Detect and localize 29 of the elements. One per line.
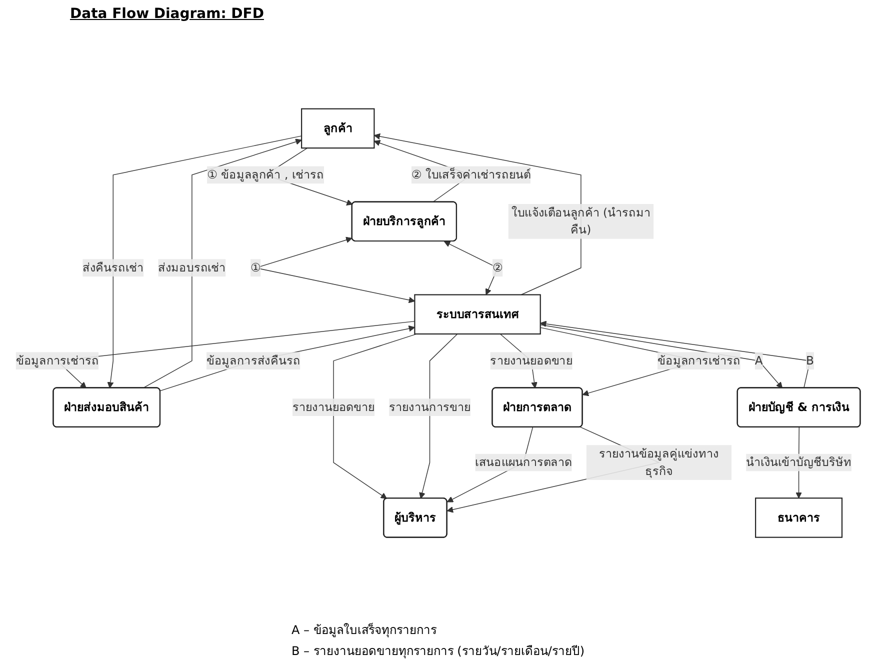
edge-label: ใบแจ้งเตือนลูกค้า (นำรถมาคืน): [511, 205, 650, 237]
edge-label: ① ข้อมูลลูกค้า , เช่ารถ: [207, 168, 324, 182]
note-text: B – รายงานยอดขายทุกรายการ (รายวัน/รายเดือน/รายปี): [291, 643, 585, 660]
note-text: A – ข้อมูลใบเสร็จทุกรายการ: [291, 622, 436, 639]
edge-label: เสนอแผนการตลาด: [475, 455, 572, 469]
edge-label: รายงานข้อมูลคู่แข่งทางธุรกิจ: [599, 446, 719, 478]
edge-label: B: [806, 353, 814, 368]
node-box: ลูกค้า: [301, 108, 375, 148]
edge-label: นำเงินเข้าบัญชีบริษัท: [746, 455, 852, 469]
edge-label: ②: [492, 260, 503, 274]
arrow: [142, 138, 302, 388]
arrow: [160, 325, 415, 392]
edge-label: รายงานยอดขาย: [292, 400, 375, 414]
edge-label: ส่งคืนรถเช่า: [82, 260, 144, 274]
edge-label: ข้อมูลการเช่ารถ: [16, 353, 99, 368]
arrow: [107, 136, 302, 388]
node-box: ธนาคาร: [755, 497, 843, 538]
edge-label: ①: [250, 260, 261, 274]
edge-label: ส่งมอบรถเช่า: [158, 260, 226, 274]
edge-label: A: [754, 353, 763, 368]
edge-label: ข้อมูลการเช่ารถ: [658, 353, 740, 368]
edge-label: รายงานการขาย: [389, 400, 470, 414]
arrow: [419, 334, 458, 499]
edge-label: ② ใบเสร็จค่าเช่ารถยนต์: [411, 168, 531, 182]
node-box: ระบบสารสนเทศ: [414, 294, 541, 334]
edge-label: รายงานยอดขาย: [490, 353, 572, 368]
arrow: [333, 334, 418, 499]
diagram-title: Data Flow Diagram: DFD: [70, 6, 264, 22]
edge-label: ข้อมูลการส่งคืนรถ: [206, 353, 300, 368]
